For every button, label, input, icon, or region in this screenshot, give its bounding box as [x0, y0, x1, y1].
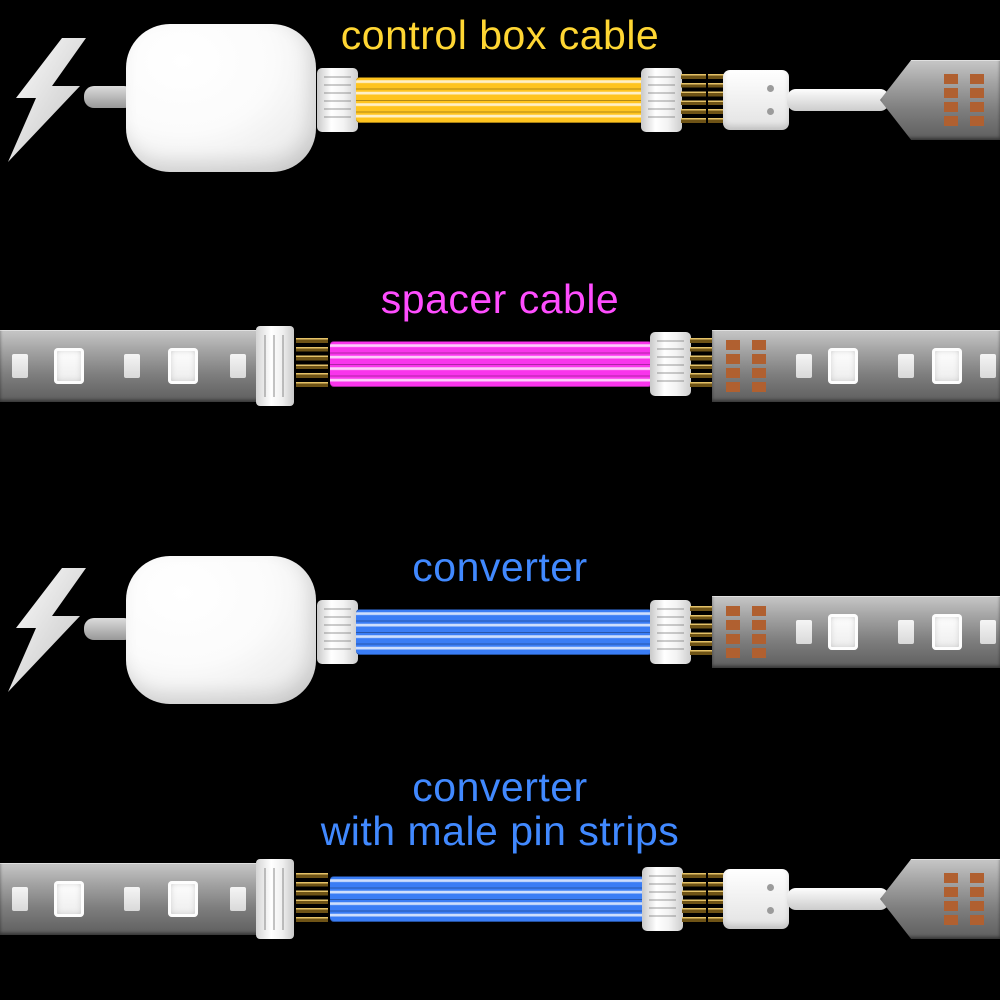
smd-led [54, 348, 84, 384]
adapter-dot [767, 85, 774, 92]
resistor-chip [12, 354, 28, 378]
pin-header [682, 873, 706, 925]
smd-led [932, 614, 962, 650]
lightning-bolt-icon [8, 568, 86, 692]
ribbon-cable [330, 341, 652, 387]
resistor-chip [980, 354, 996, 378]
male-pin-strip [708, 74, 725, 126]
section-label: control box cable [340, 12, 660, 58]
solder-pads [944, 74, 984, 126]
cable-connector-left [317, 68, 358, 132]
led-strip [712, 596, 1000, 668]
resistor-chip [230, 887, 246, 911]
male-pin-strip [708, 873, 725, 925]
cable-connector-right [641, 68, 682, 132]
section-label: spacer cable [380, 276, 620, 322]
power-adapter [126, 556, 316, 704]
section-converter-with-male-pin-strips: converter with male pin strips [0, 756, 1000, 1000]
led-strip-end [880, 859, 1000, 939]
pin-header [690, 606, 712, 658]
smd-led [932, 348, 962, 384]
cable-connector-right [642, 867, 683, 931]
plug-blade [84, 618, 134, 640]
resistor-chip [124, 887, 140, 911]
pin-header [681, 74, 706, 126]
resistor-chip [796, 354, 812, 378]
cable-connector-right [650, 600, 691, 664]
solder-pads [726, 606, 766, 658]
ribbon-cable [356, 609, 652, 655]
adapter-dot [767, 884, 774, 891]
smd-led [168, 348, 198, 384]
smd-led [828, 348, 858, 384]
pin-header [690, 338, 712, 390]
male-adapter-body [723, 70, 789, 130]
resistor-chip [980, 620, 996, 644]
lightning-bolt-icon [8, 38, 86, 162]
section-label-line2: with male pin strips [320, 808, 680, 854]
pin-header [296, 338, 328, 390]
section-label: converter [412, 544, 588, 590]
smd-led [828, 614, 858, 650]
smd-led [54, 881, 84, 917]
smd-led [168, 881, 198, 917]
solder-pads [944, 873, 984, 925]
section-spacer-cable: spacer cable [0, 268, 1000, 418]
strip-connector [256, 859, 294, 939]
resistor-chip [12, 887, 28, 911]
pin-header [296, 873, 328, 925]
resistor-chip [898, 354, 914, 378]
adapter-dot [767, 907, 774, 914]
led-strip [712, 330, 1000, 402]
male-adapter-body [723, 869, 789, 929]
plug-blade [84, 86, 134, 108]
resistor-chip [124, 354, 140, 378]
led-strip [0, 330, 292, 402]
solder-pads [726, 340, 766, 392]
resistor-chip [796, 620, 812, 644]
led-strip-end [880, 60, 1000, 140]
adapter-dot [767, 108, 774, 115]
resistor-chip [230, 354, 246, 378]
adapter-neck [787, 89, 889, 111]
cable-connector-left [317, 600, 358, 664]
resistor-chip [898, 620, 914, 644]
section-converter: converter [0, 528, 1000, 718]
section-control-box-cable: control box cable [0, 0, 1000, 210]
section-label: converter [412, 764, 588, 810]
strip-connector [256, 326, 294, 406]
adapter-neck [787, 888, 889, 910]
led-strip [0, 863, 292, 935]
power-adapter [126, 24, 316, 172]
ribbon-cable [356, 77, 646, 123]
cable-connector-right [650, 332, 691, 396]
ribbon-cable [330, 876, 644, 922]
